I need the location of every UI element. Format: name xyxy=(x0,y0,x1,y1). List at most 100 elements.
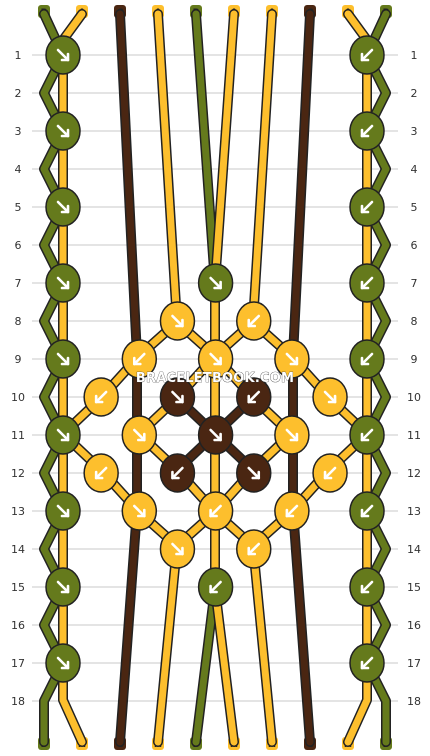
row-label-right: 8 xyxy=(411,315,418,328)
arrow-down-left-icon xyxy=(360,276,374,290)
arrow-down-left-icon xyxy=(360,352,374,366)
arrow-down-left-icon xyxy=(133,352,146,366)
arrow-down-right-icon xyxy=(133,504,146,518)
row-label-right: 15 xyxy=(407,581,421,594)
arrow-head-icon xyxy=(137,508,146,518)
row-label-right: 6 xyxy=(411,239,418,252)
arrow-head-icon xyxy=(213,356,222,366)
row-label-left: 11 xyxy=(11,429,25,442)
arrow-down-left-icon xyxy=(171,466,184,480)
arrow-down-left-icon xyxy=(94,390,108,404)
arrow-down-right-icon xyxy=(56,428,70,442)
knot xyxy=(236,301,272,341)
knot xyxy=(349,111,385,151)
knot xyxy=(349,263,385,303)
arrow-head-icon xyxy=(60,52,70,62)
row-label-right: 1 xyxy=(411,49,418,62)
arrow-head-icon xyxy=(360,584,370,594)
arrow-head-icon xyxy=(175,318,184,328)
arrow-down-right-icon xyxy=(56,656,70,670)
knot xyxy=(83,453,119,493)
knot xyxy=(349,35,385,75)
row-label-right: 4 xyxy=(411,163,418,176)
arrow-head-icon xyxy=(209,584,218,594)
knots xyxy=(45,35,385,683)
arrow-down-left-icon xyxy=(209,580,222,594)
row-label-left: 1 xyxy=(15,49,22,62)
arrow-head-icon xyxy=(60,280,70,290)
arrow-head-icon xyxy=(175,546,184,556)
knot xyxy=(197,567,234,607)
arrow-head-icon xyxy=(285,508,295,518)
row-label-left: 10 xyxy=(11,391,25,404)
knot xyxy=(197,339,234,379)
arrow-down-left-icon xyxy=(94,466,108,480)
row-label-left: 8 xyxy=(15,315,22,328)
arrow-head-icon xyxy=(133,356,142,366)
row-label-right: 14 xyxy=(407,543,421,556)
knot xyxy=(236,377,272,417)
knot xyxy=(45,415,81,455)
row-label-left: 14 xyxy=(11,543,25,556)
row-label-left: 3 xyxy=(15,125,22,138)
knot xyxy=(349,491,385,531)
knot xyxy=(159,301,196,341)
row-label-left: 13 xyxy=(11,505,25,518)
arrow-head-icon xyxy=(60,128,70,138)
knot xyxy=(349,567,385,607)
row-label-right: 10 xyxy=(407,391,421,404)
arrow-down-left-icon xyxy=(247,542,261,556)
arrow-down-left-icon xyxy=(323,466,337,480)
arrow-down-right-icon xyxy=(209,352,222,366)
arrow-head-icon xyxy=(360,432,370,442)
arrow-head-icon xyxy=(360,508,370,518)
arrow-head-icon xyxy=(60,584,70,594)
arrow-down-left-icon xyxy=(360,580,374,594)
arrow-down-left-icon xyxy=(285,504,299,518)
arrow-head-icon xyxy=(360,356,370,366)
arrow-head-icon xyxy=(213,432,222,442)
arrow-head-icon xyxy=(94,470,104,480)
arrow-down-right-icon xyxy=(56,200,70,214)
knot xyxy=(197,415,234,455)
arrow-down-right-icon xyxy=(209,276,222,290)
arrow-down-left-icon xyxy=(247,390,261,404)
arrow-down-left-icon xyxy=(360,200,374,214)
row-label-left: 2 xyxy=(15,87,22,100)
arrow-down-left-icon xyxy=(360,124,374,138)
arrow-head-icon xyxy=(289,432,299,442)
arrow-down-right-icon xyxy=(56,352,70,366)
row-label-left: 6 xyxy=(15,239,22,252)
arrow-head-icon xyxy=(247,318,257,328)
knot xyxy=(197,263,234,303)
row-label-left: 15 xyxy=(11,581,25,594)
arrow-head-icon xyxy=(247,394,257,404)
arrow-head-icon xyxy=(360,660,370,670)
row-label-left: 18 xyxy=(11,695,25,708)
arrow-down-left-icon xyxy=(360,656,374,670)
arrow-head-icon xyxy=(94,394,104,404)
row-label-right: 7 xyxy=(411,277,418,290)
arrow-head-icon xyxy=(171,470,180,480)
knot xyxy=(159,453,196,493)
row-label-left: 4 xyxy=(15,163,22,176)
knot xyxy=(159,529,196,569)
arrow-head-icon xyxy=(360,204,370,214)
knot xyxy=(121,339,158,379)
arrow-down-right-icon xyxy=(133,428,146,442)
arrow-down-right-icon xyxy=(171,314,184,328)
arrow-head-icon xyxy=(360,52,370,62)
arrow-head-icon xyxy=(60,204,70,214)
knot xyxy=(349,339,385,379)
row-label-left: 9 xyxy=(15,353,22,366)
row-label-right: 18 xyxy=(407,695,421,708)
arrow-head-icon xyxy=(360,128,370,138)
arrow-down-left-icon xyxy=(360,48,374,62)
row-label-left: 12 xyxy=(11,467,25,480)
knot xyxy=(274,415,310,455)
arrow-down-right-icon xyxy=(56,580,70,594)
arrow-head-icon xyxy=(60,432,70,442)
knot xyxy=(159,377,196,417)
knot xyxy=(274,339,310,379)
